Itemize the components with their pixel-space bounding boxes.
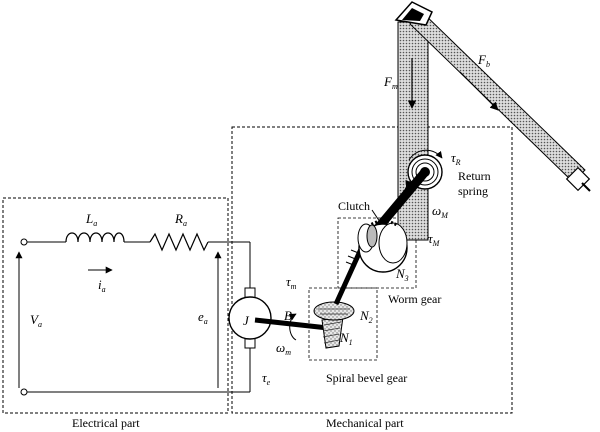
resistor-zigzag — [149, 232, 209, 252]
label-tau-m: τm — [286, 274, 297, 291]
cable-fm — [397, 21, 429, 241]
label-clutch: Clutch — [338, 199, 370, 213]
mechanical-part-box — [231, 126, 513, 414]
label-fb: Fb — [477, 52, 490, 69]
label-omega-m-out: ωM — [432, 203, 449, 220]
motor-shaft — [254, 317, 329, 331]
label-b: B — [284, 308, 292, 323]
label-n2: N2 — [359, 308, 373, 325]
label-ea: ea — [198, 309, 208, 326]
spiral-bevel-gear-box — [308, 287, 378, 361]
label-fm: Fm — [383, 74, 398, 91]
label-j: J — [243, 313, 250, 328]
label-electrical-part: Electrical part — [72, 416, 140, 430]
fb-arrow — [459, 71, 499, 111]
label-ra: Ra — [174, 211, 187, 228]
tau-r-arc — [408, 149, 443, 161]
omega-m-arc — [403, 179, 413, 201]
motor — [228, 287, 272, 349]
label-omega-m: ωm — [276, 340, 291, 357]
circuit-wires — [27, 241, 251, 393]
label-tau-m-out: τM — [428, 231, 441, 248]
label-return-spring-2: spring — [458, 184, 488, 198]
label-la: La — [85, 211, 97, 228]
cable-end-tip — [581, 182, 591, 192]
pulley-top-inner — [402, 8, 424, 21]
cable-fb — [409, 9, 586, 183]
damping-arc-arrow — [288, 313, 297, 341]
label-ia: ia — [98, 277, 106, 294]
label-tau-r: τR — [451, 150, 461, 167]
bevel-gear-n2 — [313, 301, 355, 321]
label-n1: N1 — [339, 330, 353, 347]
label-worm-gear: Worm gear — [388, 292, 441, 306]
label-va: Va — [30, 312, 42, 329]
electrical-part-box — [2, 197, 229, 414]
label-n3: N3 — [395, 266, 409, 283]
terminal-bottom — [20, 388, 28, 396]
terminal-top — [20, 238, 28, 246]
label-tau-e: τe — [262, 370, 271, 387]
worm-gear-box — [337, 217, 417, 289]
clutch-pointer — [371, 209, 381, 223]
label-return-spring-1: Return — [458, 169, 491, 183]
clutch — [357, 223, 378, 253]
inductor-coil — [65, 232, 125, 243]
label-spiral-bevel-gear: Spiral bevel gear — [326, 371, 407, 385]
label-mechanical-part: Mechanical part — [326, 416, 404, 430]
